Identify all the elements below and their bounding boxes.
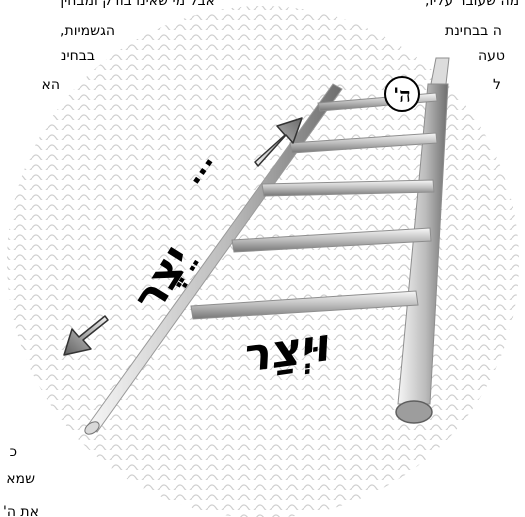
right-rail-top <box>431 58 449 84</box>
label-badge: ה' <box>385 77 419 111</box>
label-badge-text: ה' <box>393 83 411 107</box>
right-rail-end-cap <box>396 401 432 423</box>
